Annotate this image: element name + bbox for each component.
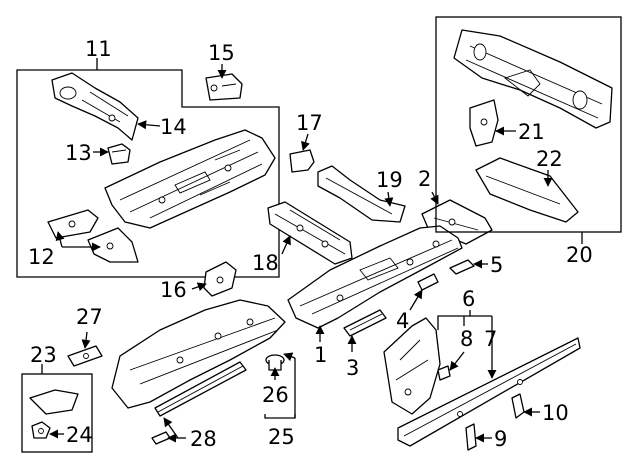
front-floor-pan[interactable] xyxy=(104,129,276,229)
callout-16: 16 xyxy=(160,278,187,302)
rail-part-19[interactable] xyxy=(317,165,406,223)
group-box-11 xyxy=(16,69,280,278)
callout-15: 15 xyxy=(208,41,235,65)
callout-1: 1 xyxy=(314,343,327,367)
bracket-part-21[interactable] xyxy=(469,99,499,147)
callout-6: 6 xyxy=(462,287,475,311)
rail-part-28[interactable] xyxy=(154,361,247,417)
callout-11: 11 xyxy=(85,37,112,61)
callout-14: 14 xyxy=(160,115,187,139)
callout-10: 10 xyxy=(542,401,569,425)
bracket-part-10[interactable] xyxy=(511,393,525,419)
callout-12: 12 xyxy=(28,245,55,269)
bracket-part-12b[interactable] xyxy=(87,227,139,263)
bracket-part-8-small[interactable] xyxy=(437,365,451,381)
crossmember-part-18[interactable] xyxy=(267,201,353,265)
callout-27: 27 xyxy=(76,305,103,329)
bolt-part-26[interactable] xyxy=(265,354,285,371)
nut-part-24[interactable] xyxy=(31,421,51,439)
bracket-part-16[interactable] xyxy=(203,261,237,297)
clip-part-28[interactable] xyxy=(151,431,171,445)
callout-21: 21 xyxy=(518,120,545,144)
callout-24: 24 xyxy=(66,423,93,447)
bracket-part-4[interactable] xyxy=(417,273,439,291)
rocker-part-7[interactable] xyxy=(397,337,581,447)
callout-13: 13 xyxy=(65,141,92,165)
callout-9: 9 xyxy=(494,427,507,451)
panel-part-22[interactable] xyxy=(475,157,579,223)
rear-floor-pan[interactable] xyxy=(111,299,286,409)
callout-20: 20 xyxy=(566,243,593,267)
callout-8: 8 xyxy=(460,327,473,351)
callout-3: 3 xyxy=(346,356,359,380)
rear-panel-part-20[interactable] xyxy=(453,29,613,129)
callout-5: 5 xyxy=(490,253,503,277)
bracket-part-17[interactable] xyxy=(289,149,315,173)
group-box-20 xyxy=(435,16,622,233)
callout-2: 2 xyxy=(418,167,431,191)
bracket-part-13[interactable] xyxy=(107,143,131,165)
bracket-part-27[interactable] xyxy=(67,345,103,367)
bracket-part-5[interactable] xyxy=(449,259,475,275)
group-box-23 xyxy=(21,373,93,453)
sill-part-3[interactable] xyxy=(343,309,387,337)
callout-17: 17 xyxy=(296,111,323,135)
callout-7: 7 xyxy=(484,327,497,351)
callout-23: 23 xyxy=(30,343,57,367)
bracket-part-15[interactable] xyxy=(205,73,243,101)
callout-22: 22 xyxy=(536,147,563,171)
dash-panel-part-14[interactable] xyxy=(51,72,139,141)
callout-26: 26 xyxy=(262,383,289,407)
bracket-part-12a[interactable] xyxy=(47,209,99,239)
callout-19: 19 xyxy=(376,168,403,192)
callout-25: 25 xyxy=(268,425,295,449)
bracket-part-23[interactable] xyxy=(29,389,79,415)
callout-18: 18 xyxy=(252,251,279,275)
body-side-part-8[interactable] xyxy=(383,317,441,415)
bracket-part-9[interactable] xyxy=(465,423,477,451)
callout-4: 4 xyxy=(396,309,409,333)
callout-28: 28 xyxy=(190,427,217,451)
